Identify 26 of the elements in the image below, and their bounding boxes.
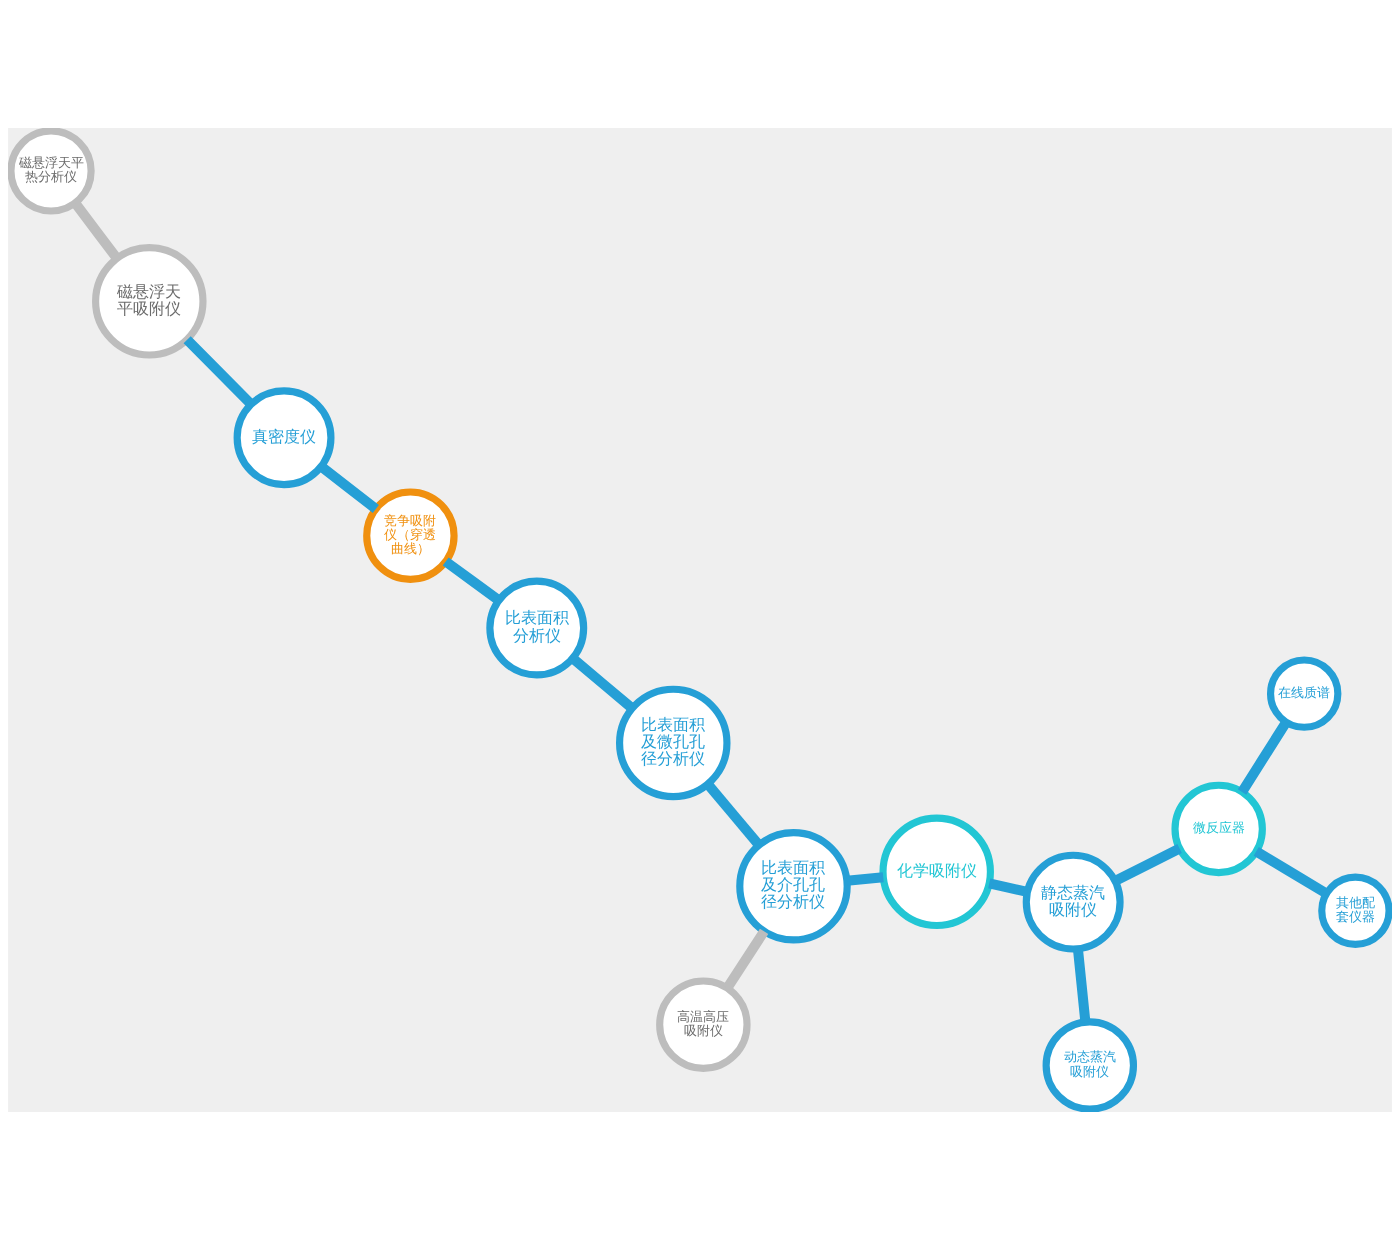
- connector: [723, 928, 769, 991]
- node-circle: 静态蒸汽吸附仪: [1022, 851, 1124, 953]
- connector: [1253, 847, 1329, 898]
- connector: [318, 462, 379, 513]
- node-circle: 化学吸附仪: [879, 814, 994, 930]
- connector: [442, 557, 502, 605]
- connector: [1237, 719, 1291, 795]
- connector: [71, 200, 121, 262]
- connector: [846, 872, 884, 886]
- node-circle: 微反应器: [1171, 781, 1266, 877]
- node-circle: 磁悬浮天平吸附仪: [92, 244, 207, 359]
- node-circle: 比表面积及微孔孔径分析仪: [616, 685, 731, 801]
- node-circle: 其他配套仪器: [1318, 873, 1392, 948]
- node-circle: 在线质谱: [1267, 656, 1342, 731]
- node-circle: 磁悬浮天平热分析仪: [8, 128, 95, 215]
- connector: [1112, 844, 1182, 886]
- connector: [569, 654, 636, 712]
- node-circle: 真密度仪: [233, 387, 335, 489]
- connector: [183, 336, 255, 408]
- connector: [988, 878, 1029, 897]
- node-circle: 比表面积分析仪: [486, 577, 588, 679]
- node-circle: 竞争吸附仪（穿透曲线）: [363, 488, 458, 583]
- connector: [704, 780, 763, 849]
- node-circle: 动态蒸汽吸附仪: [1042, 1018, 1138, 1112]
- node-circle: 高温高压吸附仪: [656, 977, 751, 1072]
- node-circle: 比表面积及介孔孔径分析仪: [736, 828, 851, 944]
